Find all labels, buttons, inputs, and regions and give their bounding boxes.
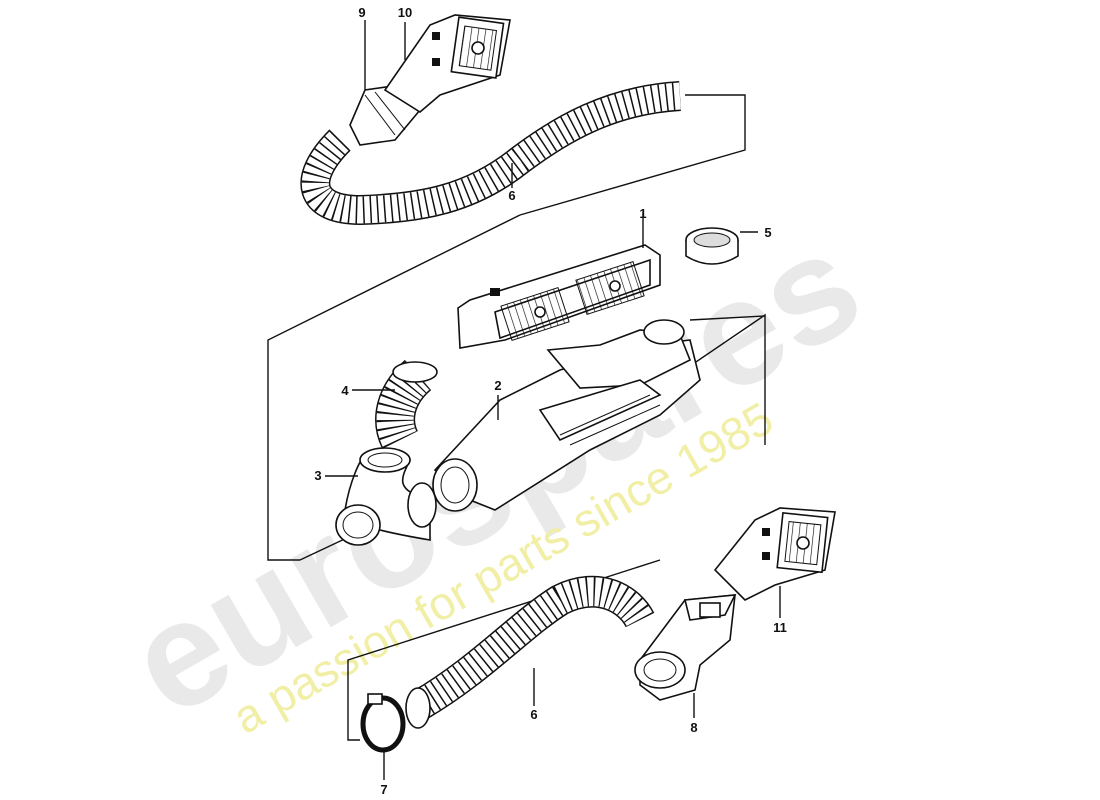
callout-7: 7 — [380, 782, 387, 797]
callout-1: 1 — [639, 206, 646, 221]
callout-9: 9 — [358, 5, 365, 20]
callout-6-top: 6 — [508, 188, 515, 203]
group-bracket-top — [519, 94, 746, 216]
group-bracket-bottom — [347, 559, 661, 741]
callout-2: 2 — [494, 378, 501, 393]
callout-labels: 9 10 6 1 5 4 2 3 11 6 8 7 — [314, 5, 786, 797]
distributor-assembly — [267, 212, 766, 561]
callout-10: 10 — [398, 5, 412, 20]
callout-6-bottom: 6 — [530, 707, 537, 722]
bottom-vent-assembly — [347, 507, 836, 780]
callout-3: 3 — [314, 468, 321, 483]
group-bracket-left — [267, 214, 521, 561]
top-vent-assembly — [300, 14, 746, 226]
callout-4: 4 — [341, 383, 349, 398]
callout-5: 5 — [764, 225, 771, 240]
hose-clamp-7 — [360, 695, 406, 753]
callout-8: 8 — [690, 720, 697, 735]
callout-11: 11 — [773, 620, 787, 635]
